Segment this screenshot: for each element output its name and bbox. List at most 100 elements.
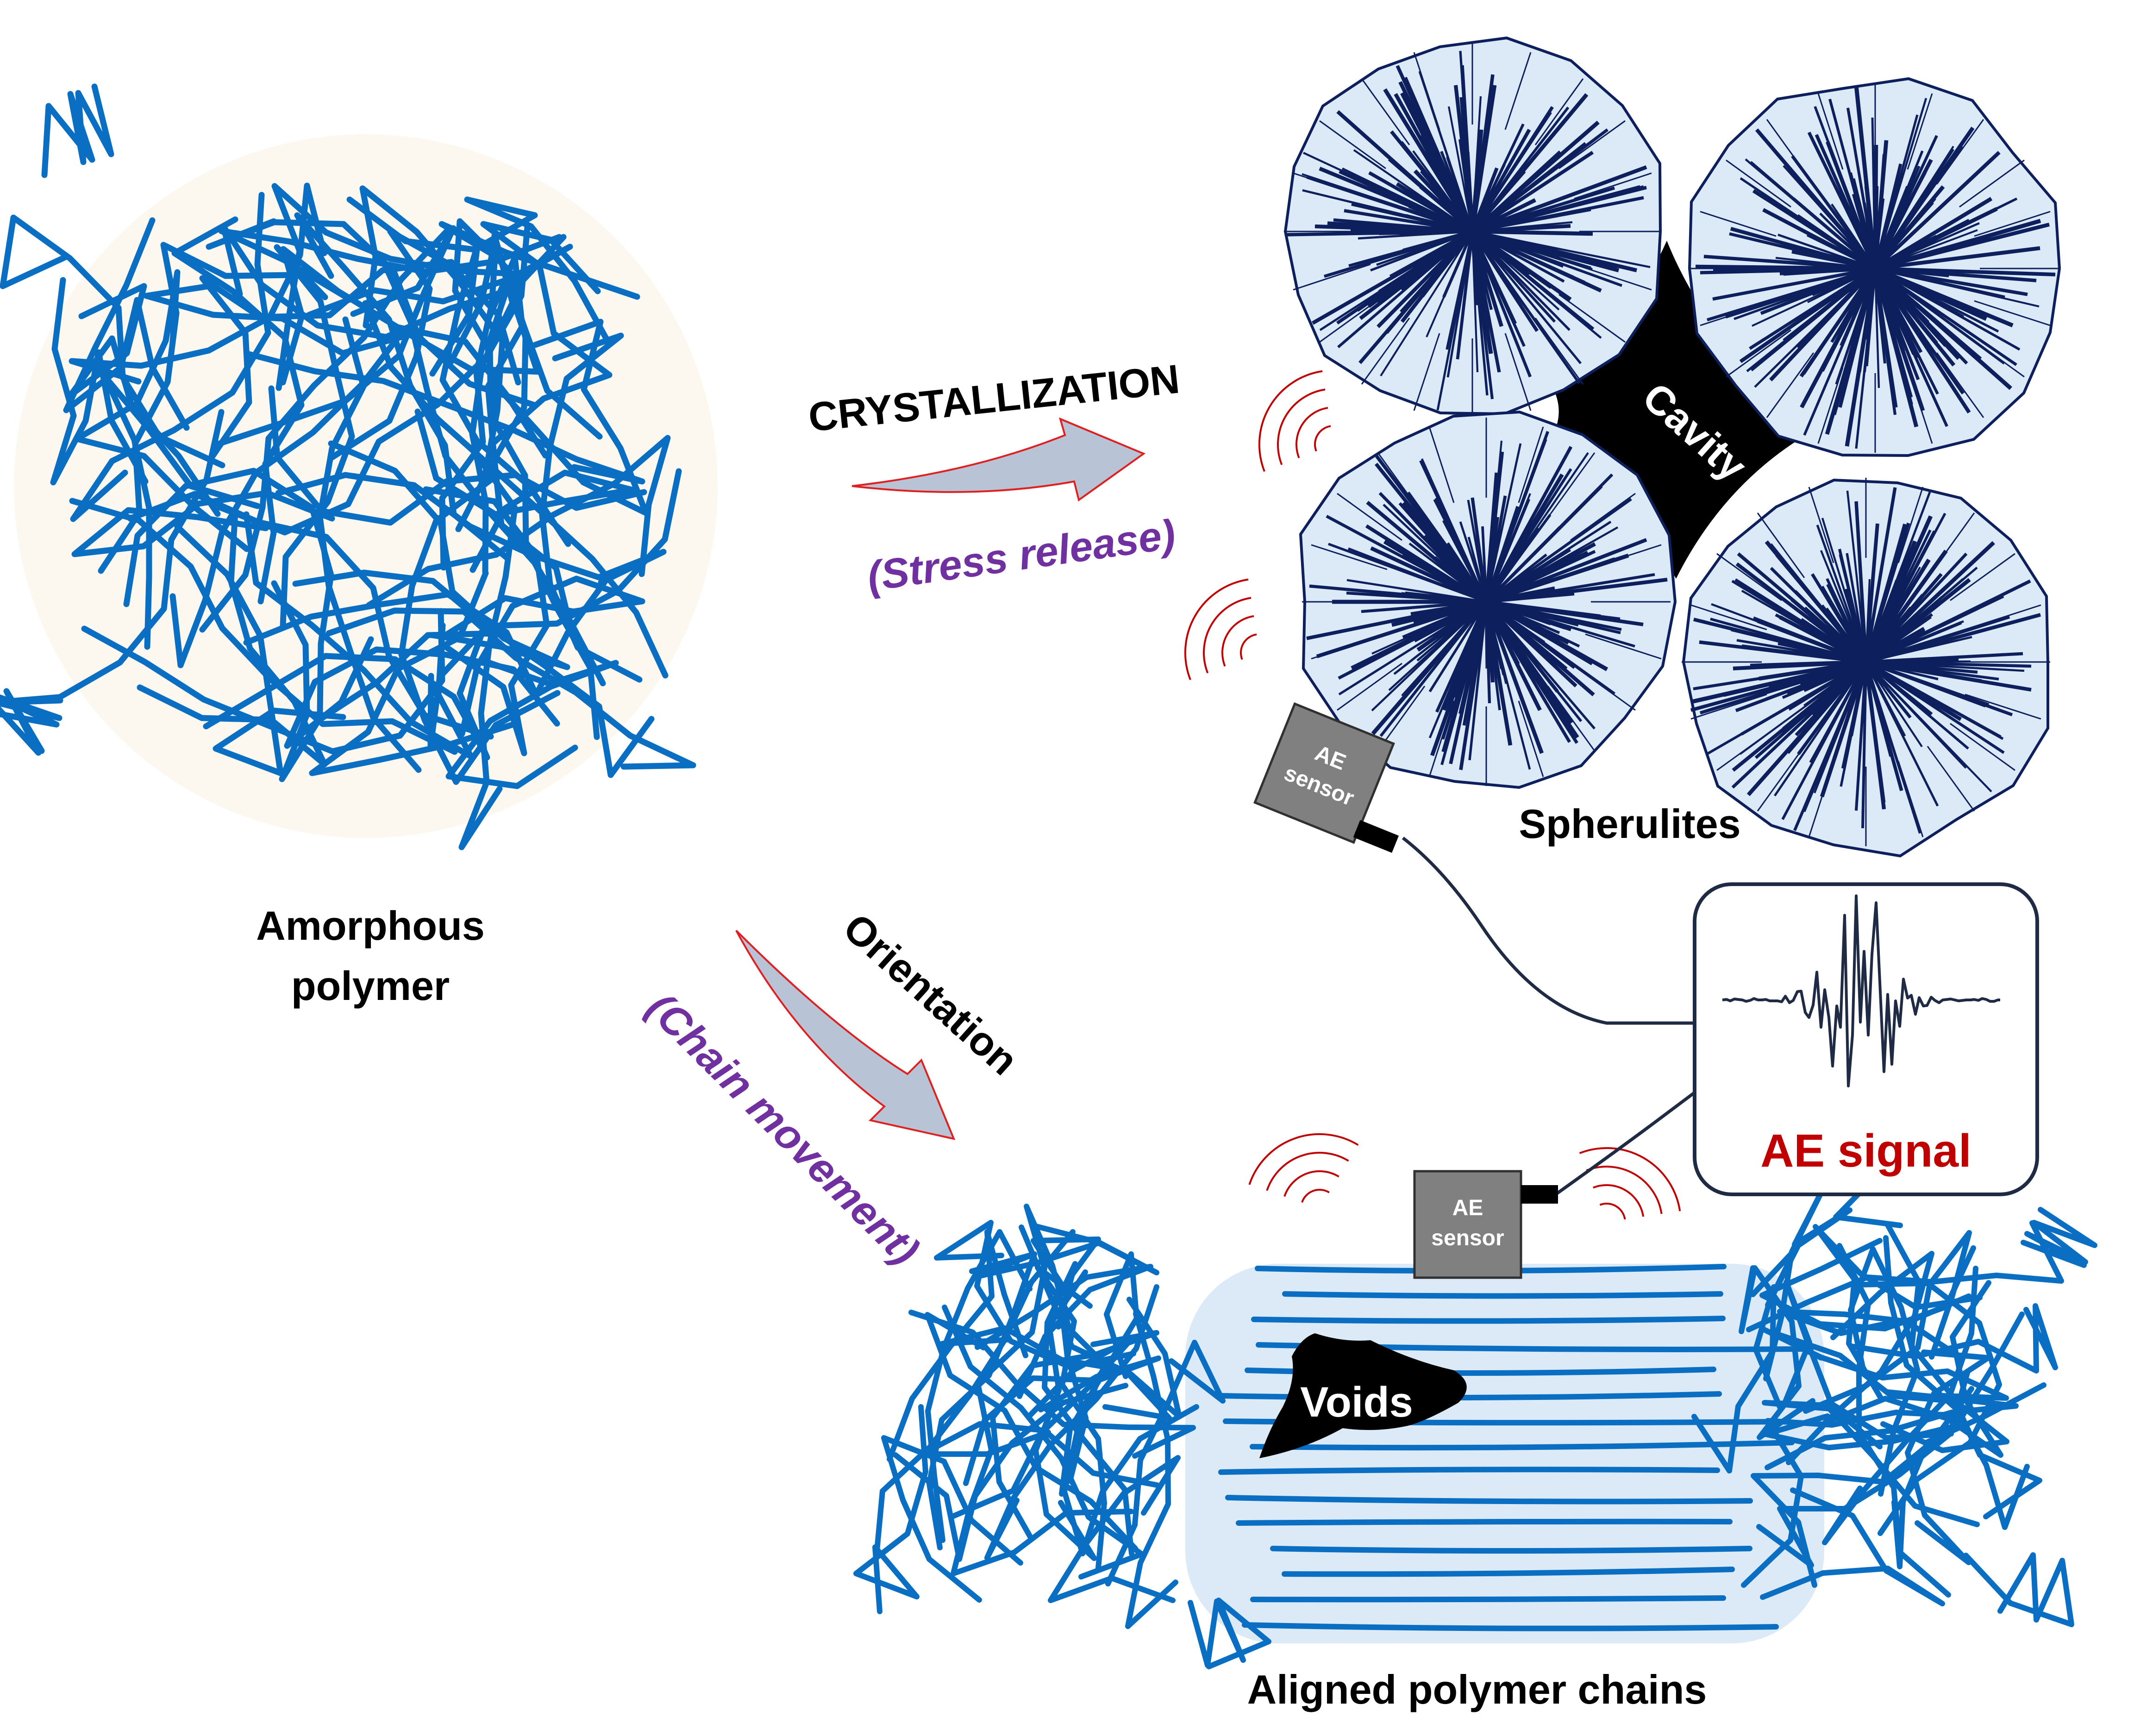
wave-arc (1283, 1170, 1339, 1197)
spherulite-ray (1484, 601, 1544, 754)
polymer-chain (925, 1229, 1033, 1543)
spherulite-ray (1370, 546, 1487, 604)
spherulite-ray (1471, 231, 1532, 378)
aligned-chain (1218, 1467, 1720, 1475)
spherulite-ray (1471, 150, 1561, 232)
polymer-chain (853, 1404, 928, 1614)
spherulite-ray (1467, 500, 1488, 602)
spherulite-ray (1865, 661, 2005, 754)
spherulite-group (1283, 36, 2061, 858)
spherulite-boundary-ray (1766, 119, 1815, 185)
spherulite-rays (1302, 418, 1671, 786)
spherulite-ray (1371, 600, 1488, 735)
spherulite-boundary-ray (1897, 487, 1924, 563)
spherulite-ray (1471, 165, 1647, 233)
spherulite-ray (1806, 234, 1876, 270)
wave-group (1579, 1147, 1681, 1220)
spherulite-ray (1781, 660, 1867, 734)
spherulite-ray (1485, 600, 1608, 671)
spherulite-ray (1459, 521, 1488, 602)
spherulite-ray (1366, 500, 1488, 604)
spherulite-ray (1400, 230, 1474, 323)
polymer-chain (271, 580, 500, 782)
spherulite-boundary-ray (1311, 633, 1388, 660)
polymer-chain (274, 244, 355, 630)
spherulite-ray (1854, 501, 1868, 662)
spherulite-ray (1838, 549, 1868, 662)
spherulite-ray (1485, 600, 1575, 669)
polymer-chain (1756, 1368, 1971, 1568)
spherulite-boundary-ray (1413, 52, 1440, 130)
aligned-chain (1225, 1495, 1753, 1505)
spherulite-boundary-ray (1726, 159, 1791, 208)
spherulite-ray (1731, 580, 1867, 663)
polymer-chain (74, 269, 250, 552)
spherulite-boundary-ray (1965, 604, 2041, 631)
wave-arc (1599, 1203, 1626, 1220)
spherulite-boundary-ray (1927, 512, 1975, 578)
ae-sensor-bottom-line2: sensor (1431, 1226, 1504, 1250)
polymer-chain (143, 282, 543, 375)
polymer-chain (1762, 1400, 1980, 1527)
spherulite-ray (1472, 230, 1585, 283)
aligned-chain (1282, 1567, 1735, 1577)
cable-top (1402, 837, 1695, 1025)
spherulite-boundary-ray (1293, 263, 1371, 291)
spherulite-ray (1368, 171, 1473, 233)
spherulite-ray (1864, 523, 1907, 663)
spherulite-ray (1874, 267, 2012, 390)
spherulite-ray (1873, 268, 1923, 353)
spherulite-ray (1324, 230, 1473, 278)
spherulite-ray (1470, 231, 1504, 327)
spherulite-ray (1380, 231, 1473, 377)
spherulite-ray (1865, 615, 1932, 664)
spherulite-ray (1865, 613, 2041, 664)
polymer-chain (1760, 1326, 2009, 1401)
spherulite-ray (1472, 230, 1591, 269)
spherulite-ray (1874, 197, 1993, 270)
ae-sensor-top: AE sensor (1253, 702, 1399, 853)
polymer-chain (244, 350, 645, 485)
spherulite-boundary-ray (1504, 52, 1532, 130)
spherulite-ray (1485, 601, 1546, 653)
spherulite-boundary-ray (1534, 318, 1584, 385)
spherulite-ray (1874, 267, 2017, 366)
spherulite-ray (1428, 601, 1488, 693)
spherulite-ray (1746, 268, 1876, 372)
spherulite-ray (1873, 186, 1879, 269)
spherulite-ray (1777, 233, 1876, 270)
spherulite-ray (1733, 660, 1866, 671)
spherulite-ray (1874, 267, 1960, 360)
spherulite-ray (1875, 222, 1980, 270)
polymer-chain (925, 1312, 1138, 1551)
spherulite-boundary-ray (1558, 120, 1626, 169)
spherulite-boundary-ray (1547, 452, 1596, 518)
polymer-chain (41, 83, 114, 178)
spherulite-boundary-ray (1570, 662, 1636, 711)
spherulite-ray (1410, 600, 1487, 616)
wave-arc (1266, 1152, 1349, 1191)
ae-sensor-bottom: AE sensor (1413, 1170, 1558, 1279)
polymer-chain (102, 374, 261, 650)
wave-arc (1586, 1166, 1663, 1214)
cable-bottom (1554, 1091, 1696, 1196)
spherulite-boundary-ray (1311, 544, 1388, 570)
spherulite-ray (1471, 170, 1526, 233)
spherulite-boundary-ray (1585, 544, 1662, 570)
spherulite-ray (1799, 267, 1877, 378)
polymer-chain (438, 221, 640, 440)
polymer-chain (458, 449, 518, 850)
spherulite-ray (1711, 603, 1866, 663)
spherulite-boundary-ray (1808, 487, 1834, 563)
polymer-chain (398, 476, 561, 785)
spherulite-boundary-ray (1547, 686, 1596, 751)
spherulite-ray (1456, 231, 1474, 360)
spherulite-ray (1729, 232, 1876, 270)
wave-arc (1295, 406, 1328, 458)
spherulites-label: Spherulites (1519, 801, 1740, 847)
spherulite-boundary-ray (1558, 293, 1626, 343)
spherulite-ray (1739, 267, 1877, 363)
spherulite-ray (1794, 590, 1867, 663)
spherulite-boundary-ray (1950, 553, 2015, 601)
spherulite-ray (1707, 267, 1876, 322)
